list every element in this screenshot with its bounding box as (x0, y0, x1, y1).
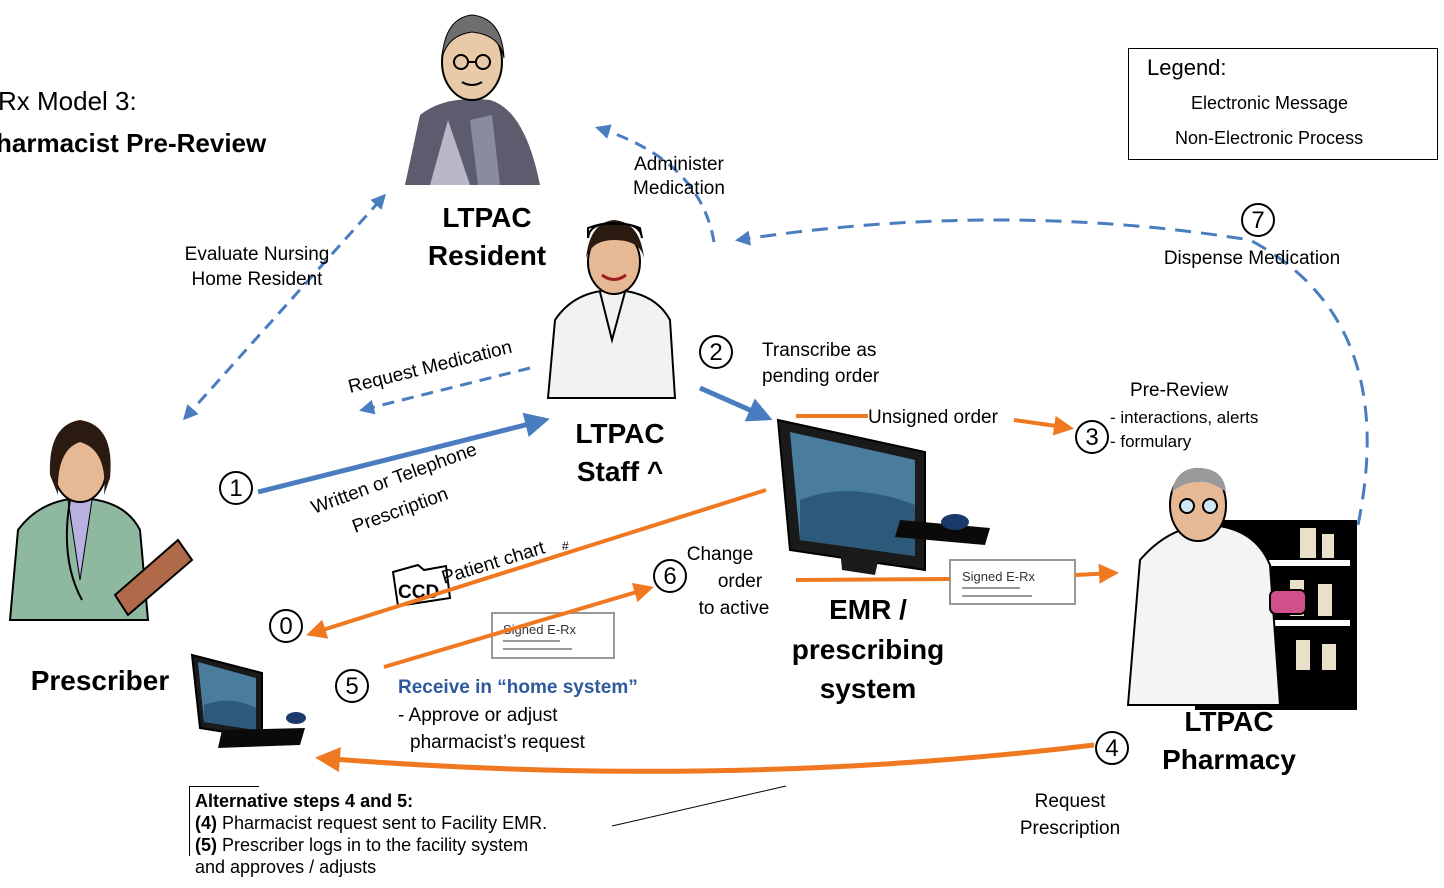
step-2-marker: 2 (699, 335, 733, 369)
signed-erx-document-1: Signed E-Rx (491, 612, 615, 659)
patient-chart-mark: # (562, 539, 569, 553)
request-prescription-label-line2: Prescription (1020, 818, 1120, 839)
alternative-line2-num: (5) (195, 835, 217, 855)
unsigned-order-arrow (1013, 415, 1074, 436)
alternative-line3: and approves / adjusts (195, 857, 377, 877)
transcribe-label-line2: pending order (762, 366, 880, 387)
request-prescription-label-line1: Request (1035, 791, 1106, 812)
legend-heading: Legend: (1147, 55, 1227, 80)
step-0-marker: 0 (269, 609, 303, 643)
administer-label-line1: Administer (634, 154, 724, 175)
written-prescription-arrow (257, 412, 550, 495)
alternative-line1-text: Pharmacist request sent to Facility EMR. (217, 813, 548, 833)
step-7-number: 7 (1251, 207, 1264, 234)
step-2-number: 2 (709, 339, 722, 366)
step-3-number: 3 (1085, 424, 1098, 451)
resident-illustration (405, 14, 540, 185)
alternative-line2: (5) Prescriber logs in to the facility s… (195, 834, 608, 856)
step-3-marker: 3 (1075, 420, 1109, 454)
signed-erx-to-emr-arrow (383, 582, 654, 669)
emr-label-line2: prescribing (792, 634, 944, 665)
alternative-line1-num: (4) (195, 813, 217, 833)
signed-erx-to-pharmacy-arrow (1074, 563, 1119, 584)
change-order-label-line2: order (718, 571, 763, 592)
evaluate-label-line2: Home Resident (192, 269, 324, 290)
pre-review-label-line1: Pre-Review (1130, 380, 1228, 401)
evaluate-resident-arrow (182, 193, 387, 421)
step-1-marker: 1 (219, 471, 253, 505)
prescriber-illustration (8, 420, 194, 621)
request-prescription-arrow (315, 742, 1095, 774)
alternative-callout-line (611, 785, 787, 827)
receive-home-label: Receive in “home system” (398, 677, 638, 698)
change-order-label-line1: Change (687, 544, 754, 565)
dispense-label: Dispense Medication (1164, 248, 1340, 269)
patient-chart-arrow (306, 488, 767, 639)
staff-illustration (546, 220, 677, 399)
diagram-title-line2: harmacist Pre-Review (0, 128, 267, 158)
resident-label-line2: Resident (428, 240, 546, 271)
dispense-medication-arrow (735, 218, 1369, 526)
request-medication-label: Request Medication (346, 337, 514, 398)
pharmacy-label-line2: Pharmacy (1162, 744, 1296, 775)
transcribe-arrow (698, 385, 773, 422)
step-6-marker: 6 (653, 559, 687, 593)
administer-label-line2: Medication (633, 178, 725, 199)
legend-nonelectronic-label: Non-Electronic Process (1175, 128, 1364, 148)
evaluate-label-line1: Evaluate Nursing (185, 244, 330, 265)
unsigned-order-label: Unsigned order (868, 407, 999, 428)
transcribe-label-line1: Transcribe as (762, 340, 876, 361)
step-6-number: 6 (663, 563, 676, 590)
step-0-number: 0 (279, 613, 292, 640)
step-4-number: 4 (1105, 735, 1118, 762)
emr-computer-illustration (776, 418, 990, 575)
approve-label-line2: pharmacist’s request (410, 732, 586, 753)
administer-medication-arrow (595, 124, 716, 243)
change-order-label-line3: to active (699, 598, 770, 619)
alternative-heading: Alternative steps 4 and 5: (195, 791, 414, 811)
pharmacy-label-line1: LTPAC (1184, 706, 1273, 737)
step-7-marker: 7 (1241, 203, 1275, 237)
alternative-steps-note: Alternative steps 4 and 5: (4) Pharmacis… (189, 786, 614, 888)
signed-erx-document-2: Signed E-Rx (949, 559, 1076, 605)
pharmacist-illustration (1126, 468, 1357, 710)
signed-erx-to-pharmacy-line (795, 577, 951, 582)
legend: Legend: Electronic Message Non-Electroni… (1128, 48, 1438, 160)
staff-label-line2: Staff ^ (577, 456, 663, 487)
alternative-line1: (4) Pharmacist request sent to Facility … (195, 812, 608, 834)
step-5-number: 5 (345, 673, 358, 700)
staff-label-line1: LTPAC (575, 418, 664, 449)
pre-review-label-line2: - interactions, alerts (1110, 408, 1258, 427)
pre-review-label-line3: - formulary (1110, 432, 1192, 451)
step-1-number: 1 (229, 475, 242, 502)
step-4-marker: 4 (1095, 731, 1129, 765)
resident-label-line1: LTPAC (442, 202, 531, 233)
approve-label-line1: - Approve or adjust (398, 705, 558, 726)
legend-electronic-label: Electronic Message (1191, 93, 1349, 113)
prescriber-label: Prescriber (31, 665, 170, 696)
emr-label-line3: system (820, 673, 917, 704)
emr-label-line1: EMR / (829, 594, 907, 625)
step-5-marker: 5 (335, 669, 369, 703)
alternative-line2-text: Prescriber logs in to the facility syste… (217, 835, 529, 855)
request-medication-arrow (359, 366, 531, 415)
diagram-title-line1: Rx Model 3: (0, 86, 137, 116)
signed-erx-label-2: Signed E-Rx (962, 569, 1035, 584)
prescriber-computer-illustration (190, 653, 306, 748)
